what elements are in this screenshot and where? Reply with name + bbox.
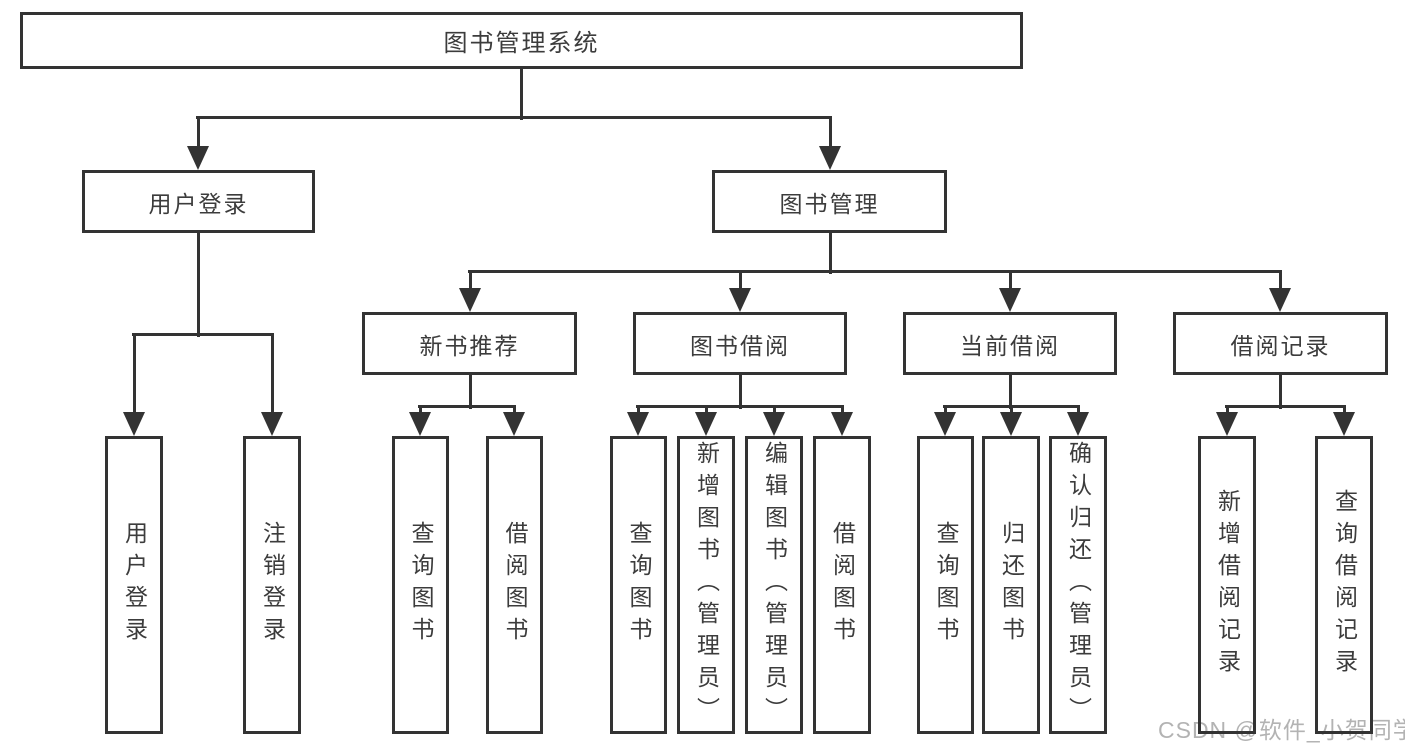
arrowhead-icon — [123, 412, 145, 436]
leaf-confirm-return-admin: 确认归还（管理员） — [1049, 436, 1107, 734]
leaf-edit-book-admin: 编辑图书（管理员） — [745, 436, 803, 734]
arrowhead-icon — [819, 146, 841, 170]
connector-drop-line — [513, 407, 516, 416]
node-user-login-label: 用户登录 — [148, 190, 249, 217]
leaf-add-borrow-record: 新增借阅记录 — [1198, 436, 1256, 734]
arrowhead-icon — [729, 288, 751, 312]
arrowhead-icon — [1269, 288, 1291, 312]
node-borrow-record: 借阅记录 — [1173, 312, 1388, 375]
leaf-logout-label: 注销登录 — [259, 521, 286, 649]
connector-drop-line — [271, 335, 274, 416]
connector-bar — [468, 270, 1282, 273]
leaf-query-book-3-label: 查询图书 — [933, 521, 959, 649]
connector-stem — [829, 233, 832, 274]
connector-drop-line — [944, 407, 947, 416]
connector-bar — [636, 405, 844, 408]
connector-drop-line — [1279, 272, 1282, 292]
leaf-query-borrow-record-label: 查询借阅记录 — [1331, 489, 1358, 681]
arrowhead-icon — [1216, 412, 1238, 436]
leaf-query-book-2-label: 查询图书 — [626, 521, 652, 649]
arrowhead-icon — [999, 288, 1021, 312]
leaf-user-login-label: 用户登录 — [121, 521, 148, 649]
node-book-management: 图书管理 — [712, 170, 947, 233]
connector-drop-line — [133, 335, 136, 416]
connector-stem — [197, 233, 200, 337]
arrowhead-icon — [1000, 412, 1022, 436]
arrowhead-icon — [831, 412, 853, 436]
node-root: 图书管理系统 — [20, 12, 1023, 69]
leaf-query-borrow-record: 查询借阅记录 — [1315, 436, 1373, 734]
node-book-borrow: 图书借阅 — [633, 312, 847, 375]
connector-drop-line — [637, 407, 640, 416]
arrowhead-icon — [627, 412, 649, 436]
leaf-query-book-2: 查询图书 — [610, 436, 667, 734]
node-current-borrow: 当前借阅 — [903, 312, 1117, 375]
connector-drop-line — [1010, 407, 1013, 416]
connector-stem — [739, 375, 742, 409]
connector-drop-line — [1077, 407, 1080, 416]
connector-drop-line — [469, 272, 472, 292]
leaf-confirm-return-admin-label: 确认归还（管理员） — [1065, 441, 1092, 729]
connector-drop-line — [1226, 407, 1229, 416]
leaf-add-book-admin-label: 新增图书（管理员） — [693, 441, 720, 729]
leaf-borrow-book-2-label: 借阅图书 — [829, 521, 856, 649]
arrowhead-icon — [503, 412, 525, 436]
leaf-query-book-1-label: 查询图书 — [408, 521, 434, 649]
connector-bar — [196, 116, 832, 119]
node-user-login: 用户登录 — [82, 170, 315, 233]
connector-bar — [1225, 405, 1346, 408]
node-borrow-record-label: 借阅记录 — [1230, 332, 1331, 359]
connector-drop-line — [1009, 272, 1012, 292]
arrowhead-icon — [695, 412, 717, 436]
leaf-add-book-admin: 新增图书（管理员） — [677, 436, 735, 734]
connector-drop-line — [841, 407, 844, 416]
leaf-borrow-book-1: 借阅图书 — [486, 436, 543, 734]
node-current-borrow-label: 当前借阅 — [960, 332, 1060, 359]
node-book-management-label: 图书管理 — [779, 190, 880, 217]
connector-stem — [469, 375, 472, 409]
arrowhead-icon — [459, 288, 481, 312]
arrowhead-icon — [763, 412, 785, 436]
connector-drop-line — [1343, 407, 1346, 416]
connector-bar — [943, 405, 1080, 408]
node-new-book-recommend: 新书推荐 — [362, 312, 577, 375]
arrowhead-icon — [409, 412, 431, 436]
leaf-logout: 注销登录 — [243, 436, 301, 734]
arrowhead-icon — [1067, 412, 1089, 436]
arrowhead-icon — [261, 412, 283, 436]
arrowhead-icon — [187, 146, 209, 170]
leaf-borrow-book-1-label: 借阅图书 — [502, 521, 528, 649]
leaf-edit-book-admin-label: 编辑图书（管理员） — [761, 441, 788, 729]
connector-stem — [1279, 375, 1282, 409]
connector-bar — [132, 333, 274, 336]
arrowhead-icon — [934, 412, 956, 436]
watermark-text: CSDN @软件_小贺同学 — [1158, 717, 1405, 743]
connector-bar — [418, 405, 516, 408]
leaf-query-book-3: 查询图书 — [917, 436, 974, 734]
connector-stem — [520, 69, 523, 120]
connector-drop-line — [829, 118, 832, 150]
connector-drop-line — [705, 407, 708, 416]
leaf-user-login: 用户登录 — [105, 436, 163, 734]
node-root-label: 图书管理系统 — [443, 30, 600, 57]
leaf-return-book: 归还图书 — [982, 436, 1040, 734]
leaf-borrow-book-2: 借阅图书 — [813, 436, 871, 734]
connector-drop-line — [419, 407, 422, 416]
node-book-borrow-label: 图书借阅 — [690, 332, 790, 359]
connector-stem — [1009, 375, 1012, 409]
connector-drop-line — [773, 407, 776, 416]
leaf-add-borrow-record-label: 新增借阅记录 — [1214, 489, 1241, 681]
node-new-book-recommend-label: 新书推荐 — [419, 332, 520, 359]
arrowhead-icon — [1333, 412, 1355, 436]
connector-drop-line — [197, 118, 200, 150]
connector-drop-line — [739, 272, 742, 292]
leaf-query-book-1: 查询图书 — [392, 436, 449, 734]
leaf-return-book-label: 归还图书 — [998, 521, 1025, 649]
